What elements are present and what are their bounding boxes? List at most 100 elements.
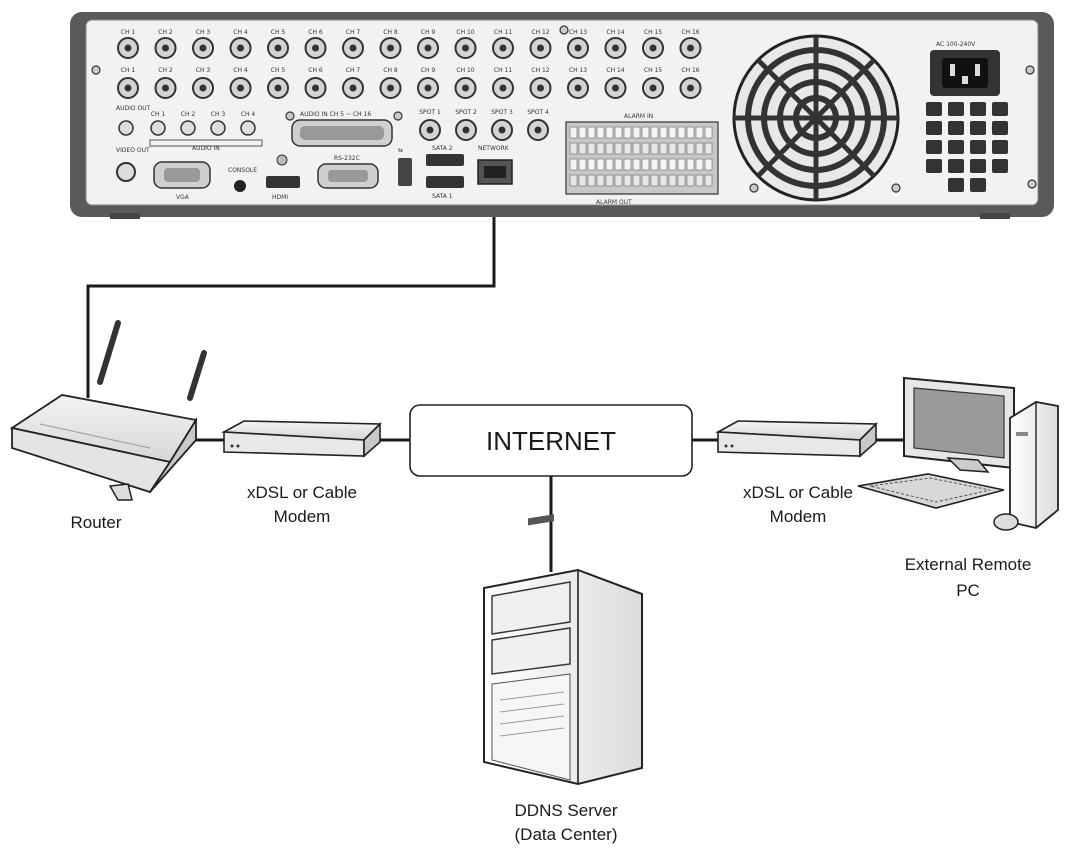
bnc-port-pin: [199, 84, 207, 92]
rs232c-label: RS-232C: [334, 155, 360, 162]
alarm-terminal-cell: [596, 174, 605, 187]
bnc-port-pin: [124, 84, 132, 92]
bnc-port-pin: [274, 44, 282, 52]
audio-in-port: [180, 120, 196, 136]
server-drive-slot: [528, 514, 554, 526]
alarm-terminal-cell: [605, 158, 614, 171]
spot-label: SPOT 3: [491, 109, 513, 116]
bnc-port-pin: [124, 44, 132, 52]
pc-monitor-screen: [913, 387, 1005, 459]
alarm-terminal-cell: [668, 142, 677, 155]
alarm-terminal-cell: [695, 158, 704, 171]
alarm-terminal-cell: [659, 174, 668, 187]
alarm-terminal-cell: [623, 158, 632, 171]
vent-slot: [970, 178, 986, 192]
internet-box-frame: [409, 404, 693, 477]
alarm-terminal-cell: [578, 142, 587, 155]
vent-slot: [926, 121, 942, 135]
vent-slot: [992, 140, 1008, 154]
pc-keyboard-keys: [869, 477, 991, 503]
vent-slot: [926, 102, 942, 116]
alarm-terminal-cell: [650, 174, 659, 187]
ddns-label-line1: DDNS Server: [515, 801, 618, 820]
bnc-port-pin: [162, 44, 169, 52]
bnc-label: CH 1: [121, 67, 136, 74]
alarm-terminal-cell: [587, 158, 596, 171]
alarm-terminal-cell: [596, 142, 605, 155]
alarm-terminal-cell: [695, 126, 704, 139]
vent-slot: [970, 121, 986, 135]
pc-tower: [1009, 401, 1059, 529]
alarm-terminal-cell: [686, 158, 695, 171]
alarm-terminal-cell: [659, 126, 668, 139]
bnc-port-pin: [574, 84, 582, 92]
alarm-terminal-cell: [668, 174, 677, 187]
alarm-terminal-cells: [569, 126, 713, 187]
audio-out-label: AUDIO OUT: [116, 105, 151, 112]
dvr-foot-left: [110, 213, 140, 219]
bnc-label: CH 16: [681, 67, 699, 74]
audio-in-port: [150, 120, 166, 136]
vent-slot: [970, 159, 986, 173]
vent-slot: [992, 121, 1008, 135]
bnc-label: CH 1: [121, 29, 136, 36]
bnc-port-pin: [349, 44, 357, 52]
alarm-terminal-cell: [650, 126, 659, 139]
alarm-terminal-cell: [704, 142, 713, 155]
alarm-terminal-cell: [677, 142, 686, 155]
bnc-label: CH 13: [569, 29, 587, 36]
alarm-terminal-cell: [578, 174, 587, 187]
bnc-label: CH 12: [531, 29, 549, 36]
bnc-label: CH 12: [531, 67, 549, 74]
sata2-port: [426, 154, 464, 166]
bnc-port-pin: [199, 44, 207, 52]
bnc-label: CH 5: [271, 67, 286, 74]
power-pin-right: [975, 64, 980, 76]
spot-label: SPOT 4: [527, 109, 549, 116]
hdmi-label: HDMI: [272, 194, 288, 201]
spot-label: SPOT 1: [419, 109, 441, 116]
remote-pc-label-line1: External Remote: [905, 555, 1032, 574]
bnc-port-pin: [349, 84, 357, 92]
bnc-port-pin: [387, 44, 394, 52]
bnc-port-pin: [612, 84, 619, 92]
dvr-foot-right: [980, 213, 1010, 219]
vent-slot: [970, 140, 986, 154]
alarm-terminal-cell: [605, 126, 614, 139]
bnc-port-pin: [687, 44, 694, 52]
spot-port-pin: [462, 126, 470, 134]
alarm-terminal-cell: [704, 158, 713, 171]
bnc-port-pin: [462, 44, 469, 52]
bnc-port-pin: [499, 84, 507, 92]
bnc-label: CH 13: [569, 67, 587, 74]
audio-in-port: [210, 120, 226, 136]
alarm-terminal-cell: [704, 126, 713, 139]
bnc-port-pin: [237, 44, 244, 52]
alarm-terminal-cell: [641, 158, 650, 171]
bnc-label: CH 6: [308, 67, 323, 74]
alarm-terminal-cell: [632, 126, 641, 139]
spot-port-pin: [534, 126, 542, 134]
bnc-label: CH 14: [606, 67, 624, 74]
power-label: AC 100-240V: [936, 41, 976, 48]
alarm-terminal-cell: [695, 142, 704, 155]
bnc-label: CH 4: [233, 29, 248, 36]
bnc-label: CH 7: [346, 67, 361, 74]
modem-right-side: [859, 422, 877, 458]
alarm-in-label: ALARM IN: [624, 113, 653, 120]
vent-slot: [926, 159, 942, 173]
bnc-port-pin: [424, 84, 432, 92]
bnc-label: CH 5: [271, 29, 286, 36]
pc-keyboard: [857, 473, 1005, 509]
audio-in-range-label: AUDIO IN CH 5 ~ CH 16: [300, 111, 371, 118]
modem-right-label-line1: xDSL or Cable: [743, 483, 853, 502]
vga-port-pins: [164, 168, 200, 182]
power-pin-left: [950, 64, 955, 76]
hdmi-port: [266, 176, 300, 188]
bnc-port-pin: [537, 84, 544, 92]
alarm-terminal-cell: [641, 126, 650, 139]
vent-slot: [948, 102, 964, 116]
video-out-label: VIDEO OUT: [116, 147, 150, 154]
